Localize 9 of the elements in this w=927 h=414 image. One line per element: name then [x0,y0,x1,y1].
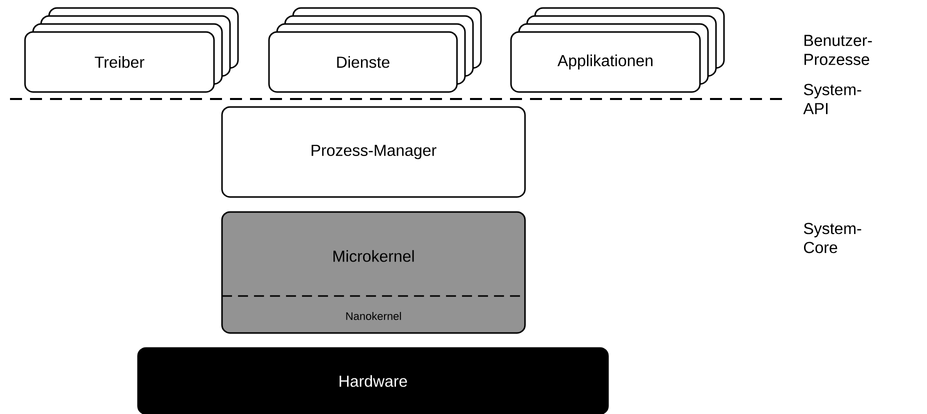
process-box: Prozess-Manager [221,106,526,198]
layer-label: Benutzer-Prozesse [804,34,872,66]
hardware-box: Hardware [137,347,609,414]
layer-label: System-Core [804,222,862,254]
stacked-process-boxes: Dienste [268,7,482,93]
layer-label: System-API [803,84,862,114]
stacked-process-boxes: Applikationen [510,7,725,93]
stacked-process-boxes: Treiber [24,7,239,93]
kernel-box: Microkernel Nanokernel [221,211,526,334]
